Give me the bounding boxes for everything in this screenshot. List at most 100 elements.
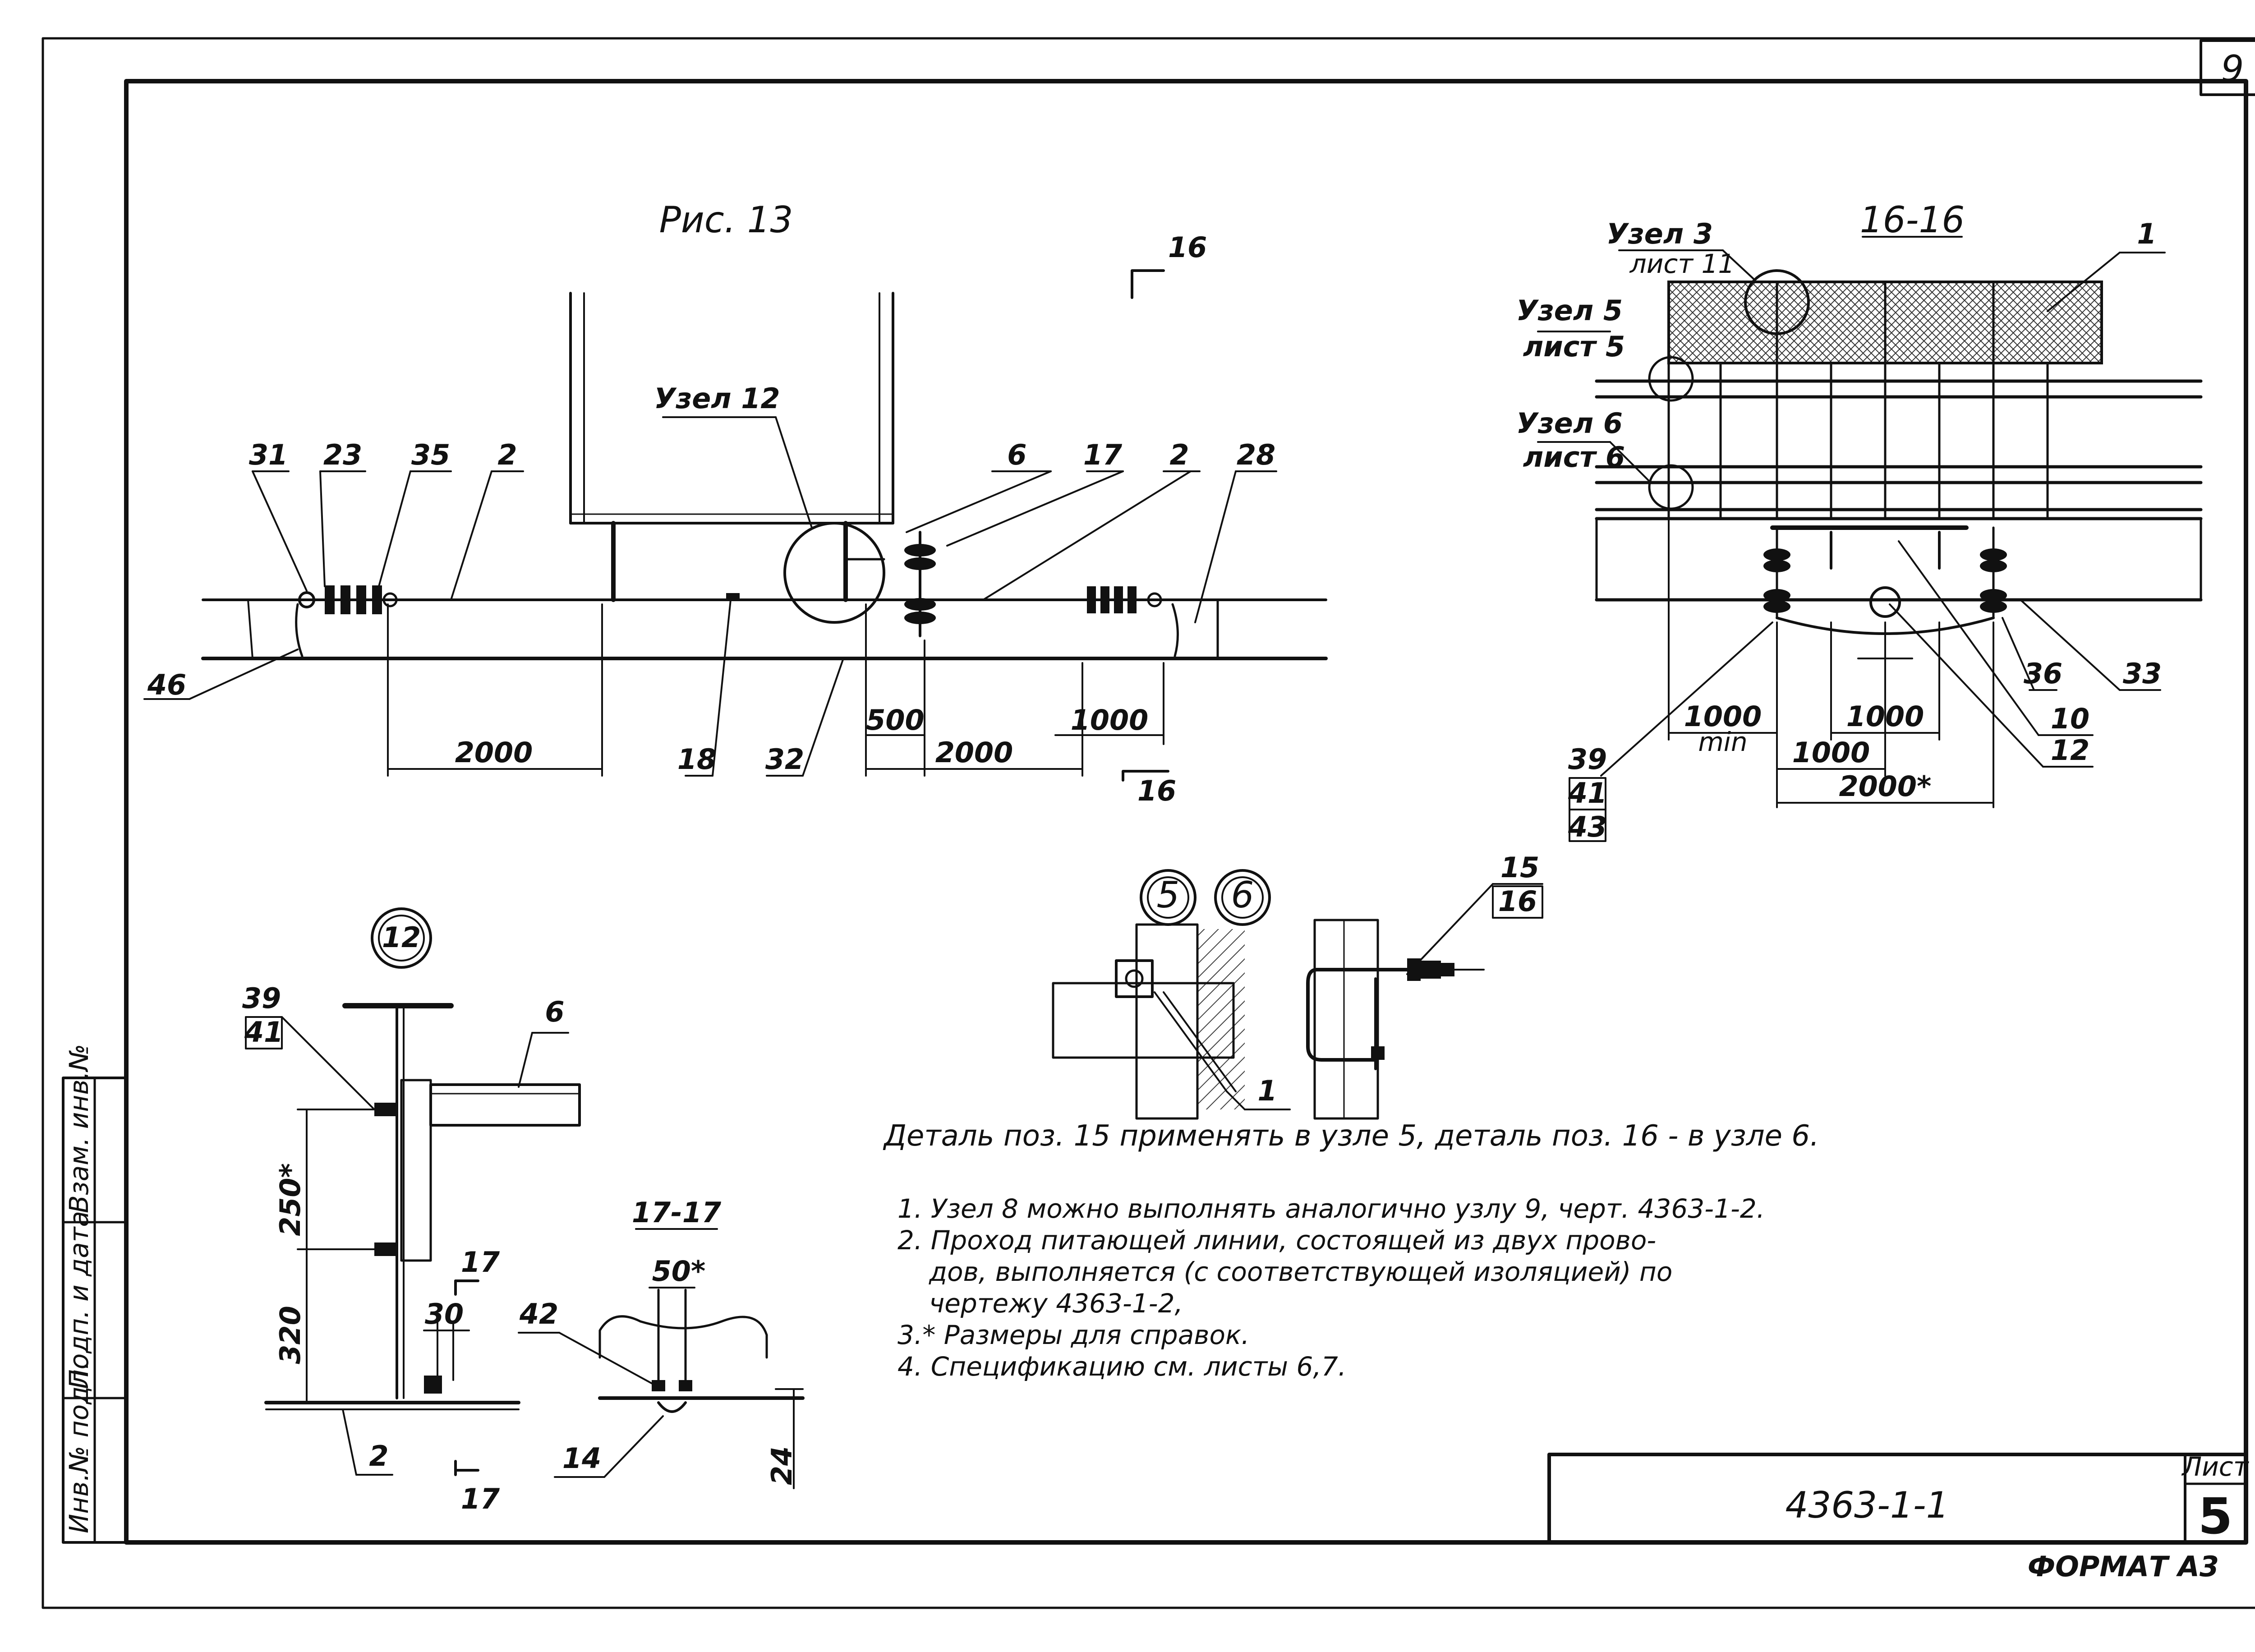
- dim-2000-right: 2000: [935, 736, 1013, 769]
- detail-14: 14: [562, 1442, 601, 1475]
- detail12-39: 39: [242, 982, 281, 1015]
- section16-title: 16-16: [1860, 199, 1965, 241]
- detail-pos1: 1: [1257, 1074, 1277, 1107]
- detail12-number: 12: [382, 921, 421, 954]
- fig13-leaders: [143, 416, 1277, 777]
- stamp-field-inv: Инв.№ подл.: [64, 1361, 94, 1533]
- cut-mark-17-bottom: 17: [461, 1482, 500, 1515]
- node5-label: Узел 5: [1516, 294, 1623, 327]
- dim16-1000-a: 1000: [1684, 700, 1762, 733]
- node12-circle: [783, 522, 885, 624]
- callout-6: 6: [1007, 438, 1026, 471]
- title-block: 4363-1-1 Лист 5 ФОРМАТ А3: [1547, 1451, 2250, 1583]
- section-16-16: 16-16: [1516, 199, 2203, 843]
- detail12-circle: [371, 907, 432, 969]
- section-17-17: 17-17 50* 24 42 14: [518, 1196, 805, 1489]
- dim-50: 50*: [652, 1255, 706, 1288]
- dim-2000-left: 2000: [455, 736, 533, 769]
- detail12-41: 41: [244, 1016, 283, 1049]
- node3-circle: [1744, 269, 1810, 335]
- callout-43: 43: [1568, 810, 1607, 843]
- left-insulator: [295, 585, 398, 658]
- node3-sheet: лист 11: [1629, 248, 1735, 279]
- dim-500: 500: [866, 704, 924, 736]
- section-mark-bottom-label: 16: [1137, 774, 1176, 807]
- detail12-2: 2: [369, 1440, 388, 1473]
- detail6-circle: [1214, 869, 1271, 926]
- doc-code: 4363-1-1: [1785, 1484, 1949, 1526]
- notes: 1. Узел 8 можно выполнять аналогично узл…: [897, 1193, 1765, 1382]
- outer-frame: [41, 37, 2255, 1609]
- pulley: [1869, 586, 1901, 618]
- dim-24: 24: [765, 1446, 798, 1485]
- figure-13: Рис. 13 16: [143, 199, 1328, 807]
- detail56-caption: Деталь поз. 15 применять в узле 5, детал…: [883, 1119, 1819, 1153]
- node3-label: Узел 3: [1606, 217, 1713, 250]
- corner-number: 9: [2221, 48, 2244, 90]
- node6-circle: [1648, 464, 1694, 510]
- detail12-6: 6: [545, 995, 564, 1028]
- dim-320: 320: [274, 1306, 307, 1364]
- note-3: 3.* Размеры для справок.: [897, 1320, 1249, 1350]
- format-label: ФОРМАТ А3: [2028, 1550, 2219, 1583]
- vertical-insulator: [904, 531, 936, 637]
- dim16-1000-c: 1000: [1792, 736, 1870, 769]
- detail-42: 42: [519, 1298, 558, 1330]
- note-4: 4. Спецификацию см. листы 6,7.: [897, 1351, 1346, 1382]
- callout-17: 17: [1083, 438, 1123, 471]
- beam-6: [429, 1083, 581, 1127]
- note-2: 2. Проход питающей линии, состоящей из д…: [897, 1225, 1656, 1256]
- callout-2b: 2: [1169, 438, 1189, 471]
- detail5-number: 5: [1157, 874, 1180, 916]
- detail-pos16: 16: [1498, 885, 1537, 918]
- cut-mark-17-top: 17: [461, 1246, 500, 1279]
- node6-label: Узел 6: [1516, 407, 1623, 440]
- sheet-number: 5: [2198, 1487, 2233, 1545]
- details-5-6: 5 6 15 16 1 Деталь поз. 15 применять в у…: [883, 851, 1819, 1153]
- hanger-insulators: [1763, 526, 2007, 619]
- detail-pos15: 15: [1500, 851, 1539, 884]
- fig13-title: Рис. 13: [659, 199, 793, 241]
- callout-28: 28: [1237, 438, 1275, 471]
- dim16-1000-b: 1000: [1846, 700, 1924, 733]
- callout-2a: 2: [497, 438, 517, 471]
- corner-number-box: [2200, 39, 2255, 96]
- sheet-label: Лист: [2181, 1451, 2250, 1482]
- dim16-min: min: [1698, 727, 1747, 757]
- callout-18: 18: [677, 743, 716, 776]
- side-stamp: Инв.№ подл. Подп. и дата Взам. инв.№: [62, 1044, 128, 1544]
- note-2c: чертежу 4363-1-2,: [929, 1288, 1183, 1319]
- section16-pos1: 1: [2137, 217, 2156, 250]
- fig13-dimensions: [387, 603, 1164, 777]
- callout-46: 46: [147, 668, 186, 701]
- note-2b: дов, выполняется (с соответствующей изол…: [929, 1256, 1672, 1287]
- section-mark-bottom: [1122, 770, 1169, 782]
- stamp-field-replace: Взам. инв.№: [64, 1044, 94, 1213]
- detail6-number: 6: [1231, 874, 1254, 916]
- detail-12: 12 39 41 6 2 250* 320: [242, 907, 581, 1515]
- callout-35: 35: [411, 438, 450, 471]
- section17-title: 17-17: [632, 1196, 722, 1229]
- callout-10: 10: [2051, 702, 2089, 735]
- stamp-field-sign: Подп. и дата: [64, 1211, 94, 1389]
- dim-1000: 1000: [1071, 704, 1149, 736]
- dim-250: 250*: [274, 1163, 307, 1236]
- section-mark-top: [1131, 269, 1165, 299]
- callout-31: 31: [249, 438, 288, 471]
- node6-sheet: лист 6: [1523, 441, 1625, 474]
- callout-36: 36: [2024, 657, 2062, 690]
- callout-41: 41: [1568, 777, 1607, 810]
- node5-circle: [1648, 356, 1694, 402]
- dim-30: 30: [425, 1298, 464, 1330]
- inner-frame: [124, 79, 2248, 1545]
- right-insulator: [1087, 586, 1179, 658]
- callout-32: 32: [765, 743, 804, 776]
- node5-sheet: лист 5: [1523, 330, 1625, 363]
- dim16-2000: 2000*: [1839, 770, 1932, 803]
- node12-label: Узел 12: [654, 382, 780, 415]
- section-mark-top-label: 16: [1168, 231, 1207, 264]
- callout-39: 39: [1568, 743, 1607, 776]
- callout-33: 33: [2123, 657, 2162, 690]
